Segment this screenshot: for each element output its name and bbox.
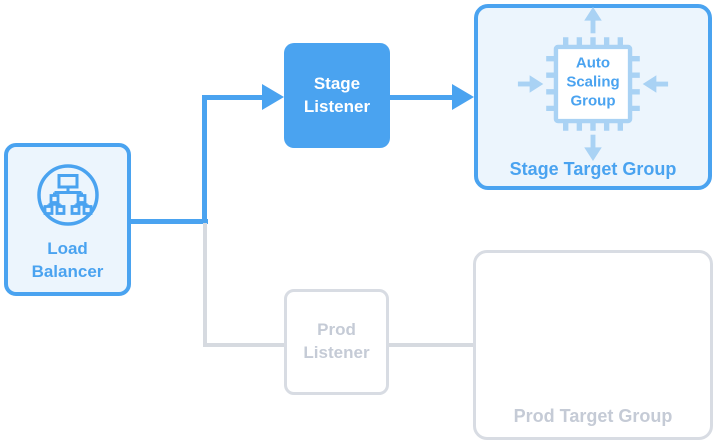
node-stage-target-group: Auto Scaling Group Stage Target Group <box>474 4 712 190</box>
load-balancer-label: Load Balancer <box>31 239 104 281</box>
connector-lb-to-stage-segment-h1 <box>131 219 208 224</box>
connector-lb-to-stage-segment-h2 <box>202 95 263 100</box>
node-prod-listener: Prod Listener <box>284 289 389 395</box>
connector-lb-to-stage-segment-v <box>202 95 207 224</box>
connector-lb-to-prod-segment-v <box>203 223 207 347</box>
arrowhead-right-icon <box>262 84 284 110</box>
stage-listener-label: Stage Listener <box>303 73 371 116</box>
cpu-chip-icon <box>517 6 669 162</box>
load-balancer-network-icon <box>36 164 99 227</box>
stage-target-group-label: Stage Target Group <box>509 159 677 179</box>
prod-target-group-label: Prod Target Group <box>513 406 673 426</box>
connector-lb-to-prod-segment-h <box>203 343 284 347</box>
arrowhead-right-icon <box>452 84 474 110</box>
auto-scaling-group-label: Auto Scaling Group <box>566 54 620 110</box>
node-stage-listener: Stage Listener <box>284 43 390 148</box>
node-prod-target-group: Prod Target Group <box>473 250 713 440</box>
connector-prod-listener-to-prod-tg <box>389 343 473 347</box>
node-load-balancer: Load Balancer <box>4 143 131 296</box>
connector-stage-listener-to-stage-tg <box>390 95 453 100</box>
prod-listener-label: Prod Listener <box>303 320 370 362</box>
